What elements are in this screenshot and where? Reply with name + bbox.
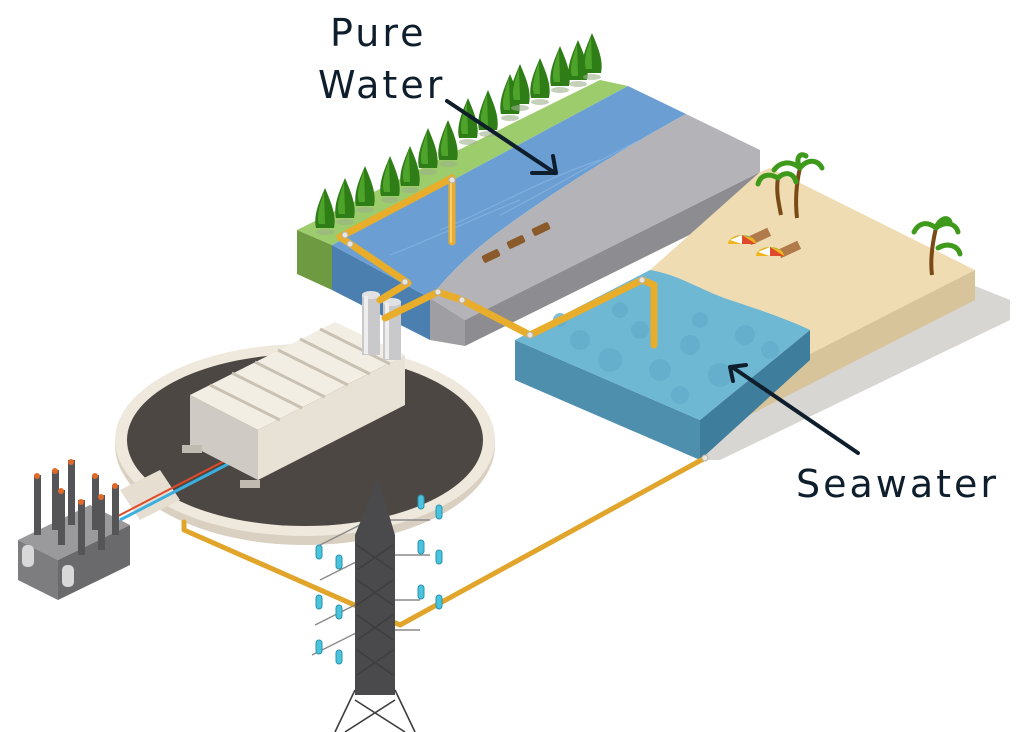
tree-icon [315,188,335,235]
tree-icon [510,64,530,111]
palm-tree-icon [755,152,825,219]
palm-tree-icon [911,216,963,276]
bench-icon [481,249,501,263]
storage-tank-icon [383,298,401,360]
transmission-tower-icon [311,478,443,732]
tree-icon [418,128,438,175]
pure-water-label-line1: Pure [330,11,427,55]
tree-icon [400,146,420,193]
bench-icons [481,222,551,263]
storage-tank-icon [362,291,380,355]
tree-row [315,33,602,235]
tree-icon [582,33,602,80]
tree-icon [335,178,355,225]
seawater-callout: Seawater [728,363,999,506]
tree-icon [355,166,375,213]
tree-icon [458,98,478,145]
pipe-joints [341,176,709,462]
tree-icon [530,58,550,105]
tree-icon [550,46,570,93]
river-block [297,80,760,346]
bench-icon [506,235,526,249]
pure-water-callout: Pure Water [318,11,558,175]
bench-icon [531,222,551,236]
power-cable [117,457,233,522]
pipeline-discharge[interactable] [181,455,708,628]
arrow-icon [445,99,558,175]
beach-umbrella-icon [756,240,802,259]
beach-umbrella-icon [728,227,772,246]
transformer-icon [18,459,130,600]
tree-icon [380,156,400,203]
tree-icon [438,120,458,167]
pure-water-label-line2: Water [318,63,445,107]
arrow-icon [728,363,860,455]
desalination-plant [182,322,405,488]
pipeline-river[interactable] [336,174,456,304]
seawater-label: Seawater [796,462,999,506]
